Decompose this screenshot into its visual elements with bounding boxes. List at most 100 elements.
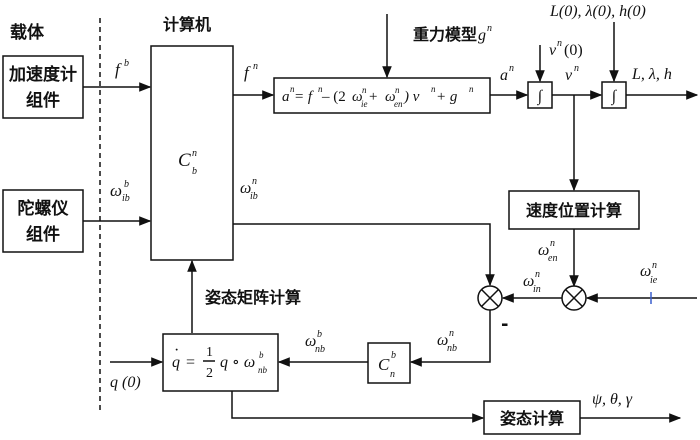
gravity-model-label: 重力模型 <box>413 25 477 44</box>
svg-text:ie: ie <box>361 99 368 109</box>
label-a-n: a n <box>500 63 514 84</box>
velocity-position-calc-box <box>508 190 640 230</box>
svg-text:ω: ω <box>640 263 651 280</box>
svg-text:n: n <box>574 63 579 74</box>
svg-text:n: n <box>557 38 562 49</box>
initial-position-label: L(0), λ(0), h(0) <box>549 3 646 20</box>
label-v-n: v n <box>565 63 579 84</box>
svg-text:ie: ie <box>650 275 658 286</box>
svg-text:+ g: + g <box>436 89 458 105</box>
acceleration-equation-box <box>273 77 491 114</box>
svg-text:(0): (0) <box>564 42 583 59</box>
svg-text:ω: ω <box>110 181 122 200</box>
label-f-n: f n <box>244 61 258 82</box>
svg-text:– (2: – (2 <box>321 89 346 105</box>
dcm-transform-box <box>150 45 234 261</box>
svg-text:a: a <box>282 89 290 105</box>
svg-text:en: en <box>548 253 557 264</box>
quaternion-equation-box <box>162 333 279 392</box>
accelerometer-label-line2: 组件 <box>26 90 60 111</box>
accelerometer-label-line1: 加速度计 <box>8 64 77 85</box>
svg-text:= f: = f <box>294 89 314 105</box>
initial-quaternion-label: q (0) <box>110 374 141 391</box>
svg-text:=: = <box>186 354 195 371</box>
quaternion-equation: q · = 1 2 q ∘ ω b nb <box>172 342 268 381</box>
svg-text:n: n <box>252 176 257 187</box>
svg-text:1: 1 <box>206 345 213 360</box>
svg-text:ω: ω <box>352 89 363 105</box>
svg-text:+: + <box>369 89 377 105</box>
svg-text:n: n <box>431 84 436 94</box>
label-omega-ib-b: ω b ib <box>110 179 130 204</box>
accelerometer-box <box>2 55 84 119</box>
label-C-n-b: C b n <box>378 350 396 380</box>
svg-text:2: 2 <box>206 366 213 381</box>
label-f-b: f b <box>115 58 129 79</box>
svg-text:f: f <box>115 60 122 79</box>
svg-text:ω: ω <box>437 332 448 349</box>
label-omega-en-n: ω n en <box>538 238 557 264</box>
svg-text:a: a <box>500 67 508 84</box>
position-output-label: L, λ, h <box>631 66 672 83</box>
svg-text:C: C <box>378 355 390 374</box>
minus-sign: - <box>501 314 508 335</box>
gyroscope-label-line1: 陀螺仪 <box>18 198 70 219</box>
svg-text:v: v <box>565 67 573 84</box>
svg-text:b: b <box>259 350 264 360</box>
svg-text:n: n <box>535 269 540 280</box>
label-v-n-0: v n (0) <box>549 38 583 59</box>
svg-text:·: · <box>174 342 179 359</box>
attitude-calc-label: 姿态计算 <box>500 409 564 428</box>
label-omega-in-n: ω n in <box>523 269 541 295</box>
svg-text:nb: nb <box>315 344 325 355</box>
svg-text:n: n <box>449 328 454 339</box>
svg-text:n: n <box>652 260 657 271</box>
svg-text:n: n <box>469 84 474 94</box>
svg-text:ω: ω <box>240 180 251 197</box>
acceleration-equation: a n = f n – (2 ω n ie + ω n en ) v n + g… <box>282 84 474 109</box>
velocity-integrator-box <box>527 81 553 109</box>
svg-text:in: in <box>533 284 541 295</box>
svg-text:q ∘ ω: q ∘ ω <box>220 354 255 371</box>
attitude-calc-box <box>483 400 581 435</box>
attitude-matrix-label: 姿态矩阵计算 <box>205 288 301 307</box>
svg-text:n: n <box>390 369 395 380</box>
attitude-output-label: ψ, θ, γ <box>592 391 633 408</box>
svg-text:v: v <box>549 42 557 59</box>
summing-junction-left <box>477 285 503 311</box>
label-C-b-n: C n b <box>178 148 197 177</box>
svg-text:ib: ib <box>122 193 130 204</box>
svg-text:q: q <box>172 354 180 371</box>
computer-label: 计算机 <box>163 15 211 34</box>
svg-text:n: n <box>192 148 197 159</box>
svg-text:ib: ib <box>250 191 258 202</box>
label-omega-ib-n: ω n ib <box>240 176 258 202</box>
carrier-label: 载体 <box>10 22 45 43</box>
svg-text:ω: ω <box>385 89 396 105</box>
integral-symbol-2: ∫ <box>611 88 618 106</box>
svg-text:ω: ω <box>538 242 549 259</box>
svg-text:n: n <box>509 63 514 74</box>
svg-text:n: n <box>395 85 400 95</box>
gyroscope-box <box>2 189 84 253</box>
svg-text:en: en <box>394 99 403 109</box>
svg-text:f: f <box>244 63 251 82</box>
label-g-n: g n <box>478 23 492 44</box>
label-omega-nb-n: ω n nb <box>437 328 457 354</box>
integral-symbol-1: ∫ <box>537 88 544 106</box>
svg-text:n: n <box>318 84 323 94</box>
svg-text:ω: ω <box>305 333 316 350</box>
svg-text:b: b <box>192 166 197 177</box>
svg-text:C: C <box>178 150 191 171</box>
svg-text:b: b <box>124 179 129 190</box>
svg-text:n: n <box>362 85 367 95</box>
summing-junction-right <box>561 285 587 311</box>
svg-text:n: n <box>253 61 258 72</box>
velocity-position-calc-label: 速度位置计算 <box>526 201 622 220</box>
to-attitude-calc-path <box>231 391 485 423</box>
svg-text:nb: nb <box>258 365 268 375</box>
svg-text:) v: ) v <box>403 89 420 105</box>
svg-text:n: n <box>487 23 492 34</box>
dcm-inverse-box <box>367 342 411 384</box>
